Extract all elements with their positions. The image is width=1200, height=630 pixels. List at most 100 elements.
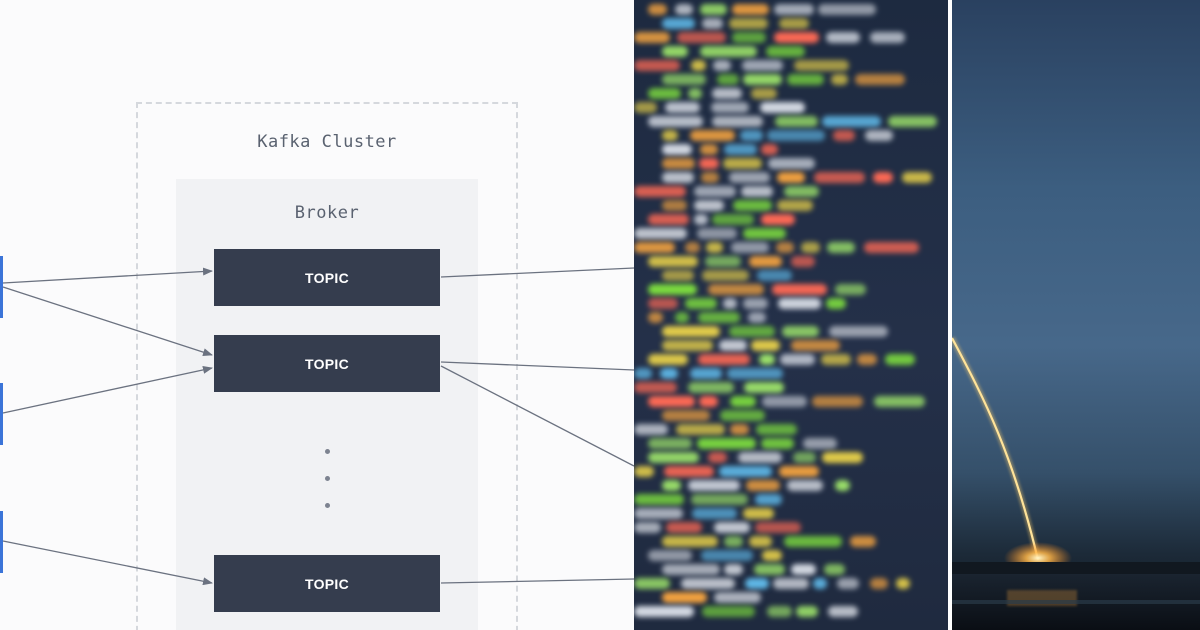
code-glyph-run xyxy=(662,172,694,183)
code-glyph-run xyxy=(774,116,818,127)
code-glyph-run xyxy=(711,214,755,225)
code-glyph-run xyxy=(791,340,841,351)
code-glyph-run xyxy=(762,396,807,407)
code-glyph-run xyxy=(634,60,680,71)
code-glyph-run xyxy=(774,4,814,15)
code-glyph-run xyxy=(759,354,775,365)
code-glyph-run xyxy=(824,564,845,575)
code-glyph-run xyxy=(873,172,894,183)
code-glyph-run xyxy=(722,298,738,309)
code-glyph-run xyxy=(662,270,695,281)
code-glyph-run xyxy=(791,564,816,575)
code-glyph-run xyxy=(776,242,794,253)
code-glyph-run xyxy=(689,368,723,379)
ellipsis-dot-1 xyxy=(325,449,330,454)
launch-trail xyxy=(952,337,1040,561)
code-glyph-run xyxy=(665,522,702,533)
code-glyph-run xyxy=(787,480,824,491)
code-glyph-run xyxy=(687,382,735,393)
code-glyph-run xyxy=(662,592,707,603)
code-glyph-run xyxy=(693,214,708,225)
code-glyph-run xyxy=(700,550,753,561)
producer-marker-3 xyxy=(0,511,3,573)
code-glyph-run xyxy=(727,368,784,379)
code-glyph-run xyxy=(648,312,663,323)
code-glyph-run xyxy=(761,550,783,561)
code-glyph-run xyxy=(783,536,843,547)
code-glyph-run xyxy=(634,382,678,393)
producer-marker-2 xyxy=(0,383,3,445)
code-glyph-run xyxy=(773,578,809,589)
code-glyph-run xyxy=(825,298,846,309)
code-glyph-run xyxy=(777,298,821,309)
code-glyph-run xyxy=(757,270,792,281)
code-glyph-run xyxy=(743,382,785,393)
code-glyph-run xyxy=(831,74,849,85)
code-glyph-run xyxy=(648,452,699,463)
code-glyph-run xyxy=(662,18,696,29)
code-glyph-run xyxy=(793,452,816,463)
code-glyph-run xyxy=(634,522,661,533)
code-glyph-run xyxy=(634,32,670,43)
code-glyph-run xyxy=(749,536,773,547)
code-glyph-run xyxy=(662,158,695,169)
rocket-launch-photo xyxy=(952,0,1200,630)
code-glyph-run xyxy=(687,480,740,491)
arrow-producer3-topic3 xyxy=(2,540,213,586)
code-glyph-run xyxy=(662,410,710,421)
code-glyph-run xyxy=(698,158,719,169)
code-glyph-run xyxy=(648,298,678,309)
code-glyph-run xyxy=(723,536,743,547)
code-glyph-run xyxy=(863,242,919,253)
code-glyph-run xyxy=(662,74,707,85)
topic-box-2: TOPIC xyxy=(214,335,440,392)
code-glyph-run xyxy=(873,396,926,407)
code-glyph-run xyxy=(782,326,820,337)
code-glyph-run xyxy=(702,606,756,617)
arrow-producer2-topic2 xyxy=(2,365,213,414)
code-glyph-run xyxy=(675,4,693,15)
producer-marker-1 xyxy=(0,256,3,318)
code-glyph-run xyxy=(779,466,820,477)
code-glyph-run xyxy=(745,480,781,491)
code-glyph-run xyxy=(813,578,828,589)
code-glyph-run xyxy=(902,172,932,183)
code-glyph-run xyxy=(690,130,735,141)
code-glyph-run xyxy=(718,466,773,477)
code-glyph-run xyxy=(662,326,720,337)
code-glyph-run xyxy=(706,242,723,253)
code-glyph-run xyxy=(730,424,750,435)
code-glyph-run xyxy=(870,32,906,43)
code-glyph-run xyxy=(713,522,750,533)
code-glyph-run xyxy=(731,32,767,43)
arrow-producer1-topic2 xyxy=(2,286,213,357)
code-glyph-run xyxy=(755,424,797,435)
code-glyph-run xyxy=(662,144,692,155)
code-glyph-run xyxy=(697,438,757,449)
code-glyph-run xyxy=(827,606,858,617)
code-glyph-run xyxy=(724,144,757,155)
code-glyph-run xyxy=(796,606,819,617)
code-glyph-run xyxy=(634,578,670,589)
code-glyph-run xyxy=(778,18,809,29)
code-glyph-run xyxy=(742,508,774,519)
code-glyph-run xyxy=(700,46,757,57)
kafka-diagram: Kafka Cluster Broker TOPIC TOPIC TOPIC xyxy=(0,102,634,630)
code-glyph-run xyxy=(707,284,765,295)
code-glyph-run xyxy=(829,326,888,337)
code-glyph-run xyxy=(742,74,782,85)
code-glyph-run xyxy=(676,32,726,43)
launch-trail-glow xyxy=(952,336,1041,561)
code-glyph-run xyxy=(662,536,719,547)
code-glyph-run xyxy=(793,60,849,71)
code-glyph-run xyxy=(761,144,778,155)
code-glyph-run xyxy=(696,228,737,239)
code-glyph-run xyxy=(825,32,860,43)
connection-arrows xyxy=(2,267,634,586)
code-glyph-run xyxy=(760,102,805,113)
code-glyph-run xyxy=(687,88,703,99)
code-glyph-run xyxy=(634,368,653,379)
code-glyph-run xyxy=(665,102,700,113)
code-glyph-run xyxy=(753,564,786,575)
ellipsis-dot-2 xyxy=(325,476,330,481)
